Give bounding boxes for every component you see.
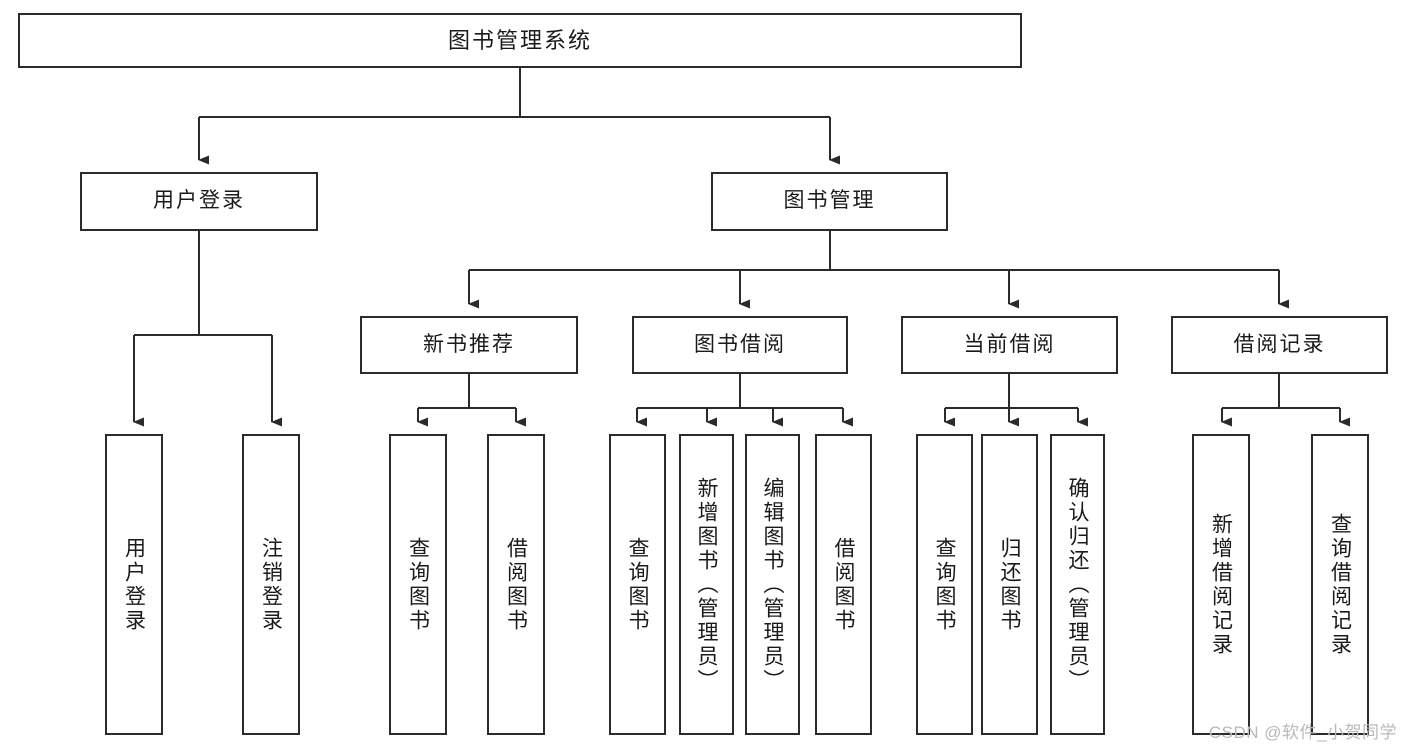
node-label: 图书管理系统 [447,27,592,53]
node-label: 借阅图书 [832,536,855,633]
leaf-borrow-book-recommend[interactable]: 借阅图书 [487,434,545,735]
leaf-query-book-current[interactable]: 查询图书 [916,434,973,735]
node-label: 查询图书 [933,536,956,633]
node-new-book-recommend[interactable]: 新书推荐 [360,316,578,374]
node-label: 注销登录 [259,536,283,633]
node-label: 查询图书 [626,536,649,633]
node-book-borrow[interactable]: 图书借阅 [632,316,848,374]
leaf-user-login[interactable]: 用户登录 [105,434,163,735]
leaf-add-book-admin[interactable]: 新增图书（管理员） [679,434,734,735]
leaf-user-logout[interactable]: 注销登录 [242,434,300,735]
leaf-confirm-return-admin[interactable]: 确认归还（管理员） [1050,434,1105,735]
leaf-query-book-borrow[interactable]: 查询图书 [609,434,666,735]
node-label: 用户登录 [122,536,146,633]
node-label: 编辑图书（管理员） [761,476,784,693]
leaf-query-borrow-record[interactable]: 查询借阅记录 [1311,434,1369,735]
node-label: 新书推荐 [423,332,515,356]
node-label: 查询图书 [406,536,430,633]
node-label: 用户登录 [153,189,245,213]
leaf-borrow-book[interactable]: 借阅图书 [815,434,872,735]
node-label: 图书管理 [783,189,876,213]
node-current-borrow[interactable]: 当前借阅 [901,316,1118,374]
node-label: 确认归还（管理员） [1066,476,1089,693]
node-root-system[interactable]: 图书管理系统 [18,13,1022,68]
leaf-add-borrow-record[interactable]: 新增借阅记录 [1192,434,1250,735]
leaf-return-book[interactable]: 归还图书 [981,434,1038,735]
node-book-manage[interactable]: 图书管理 [711,172,948,231]
node-user-login[interactable]: 用户登录 [80,172,318,231]
csdn-watermark: CSDN @软件_小贺同学 [1208,723,1397,742]
node-label: 新增图书（管理员） [695,476,718,693]
node-label: 当前借阅 [963,332,1056,356]
leaf-query-book-recommend[interactable]: 查询图书 [389,434,447,735]
node-label: 新增借阅记录 [1209,512,1233,657]
node-label: 查询借阅记录 [1328,512,1352,657]
node-label: 归还图书 [998,536,1021,633]
node-label: 借阅记录 [1233,332,1326,356]
node-borrow-record[interactable]: 借阅记录 [1171,316,1388,374]
node-label: 图书借阅 [694,332,786,356]
node-label: 借阅图书 [504,536,528,633]
leaf-edit-book-admin[interactable]: 编辑图书（管理员） [745,434,800,735]
